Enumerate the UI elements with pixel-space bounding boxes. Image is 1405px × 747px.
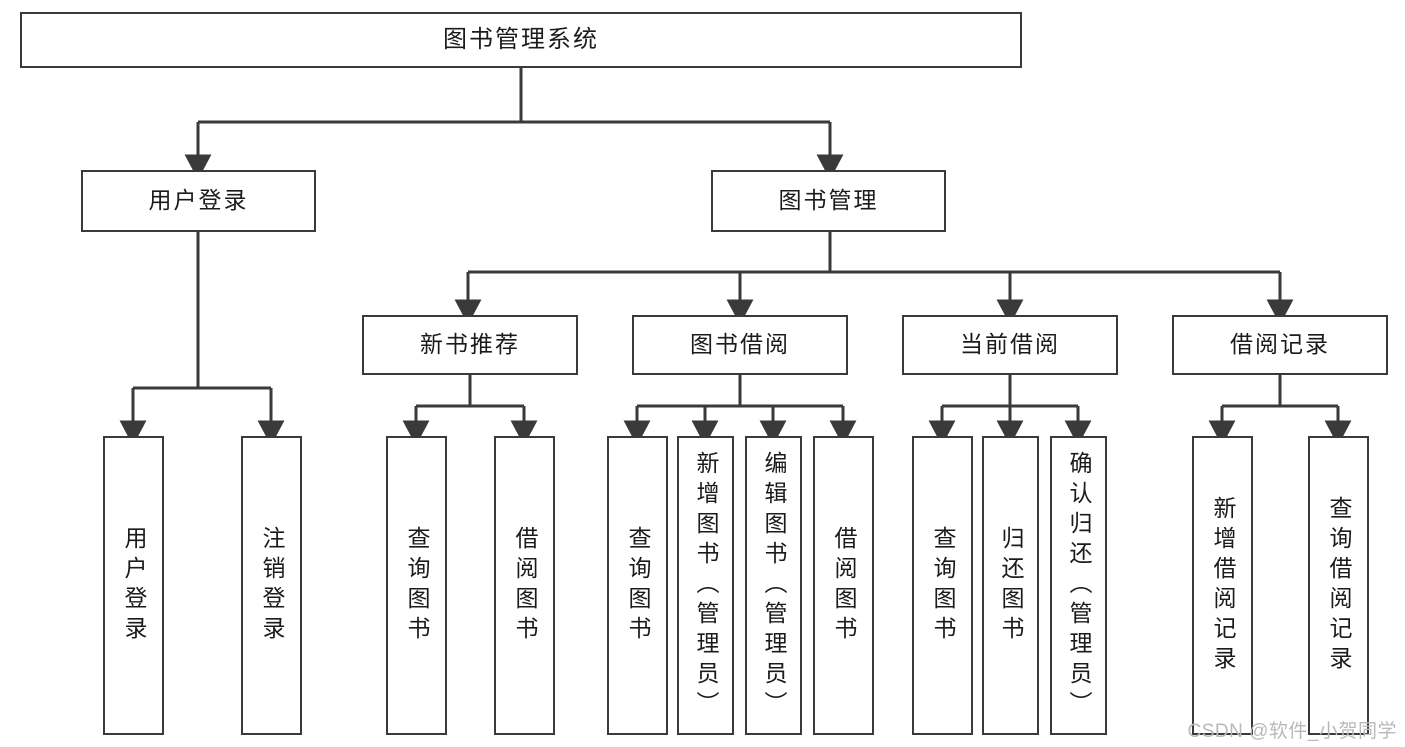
csdn-watermark: CSDN @软件_小贺同学: [1187, 721, 1397, 742]
node-label: 新增图书（管理员）: [693, 450, 719, 721]
node-label: 查询图书: [404, 525, 430, 646]
node-label: 查询图书: [930, 525, 956, 646]
node-label: 用户登录: [148, 187, 249, 214]
node-leaf-return-book[interactable]: 归还图书: [982, 436, 1039, 735]
node-label: 图书管理系统: [443, 25, 599, 53]
node-label: 确认归还（管理员）: [1066, 450, 1092, 721]
node-user-login[interactable]: 用户登录: [81, 170, 316, 232]
node-label: 新增借阅记录: [1210, 495, 1236, 676]
node-leaf-add-book[interactable]: 新增图书（管理员）: [677, 436, 734, 735]
node-leaf-borrow-book-recommend[interactable]: 借阅图书: [494, 436, 555, 735]
node-label: 查询图书: [625, 525, 651, 646]
node-leaf-query-borrow-record[interactable]: 查询借阅记录: [1308, 436, 1369, 735]
node-label: 借阅记录: [1230, 331, 1330, 358]
node-new-book-recommend[interactable]: 新书推荐: [362, 315, 578, 375]
node-label: 查询借阅记录: [1326, 495, 1352, 676]
node-leaf-confirm-return[interactable]: 确认归还（管理员）: [1050, 436, 1107, 735]
node-root-book-management-system[interactable]: 图书管理系统: [20, 12, 1022, 68]
node-label: 注销登录: [259, 525, 285, 646]
node-book-management[interactable]: 图书管理: [711, 170, 946, 232]
node-borrow-record[interactable]: 借阅记录: [1172, 315, 1388, 375]
node-label: 借阅图书: [512, 525, 538, 646]
node-leaf-borrow-book-borrow[interactable]: 借阅图书: [813, 436, 874, 735]
node-label: 编辑图书（管理员）: [761, 450, 787, 721]
node-leaf-user-login[interactable]: 用户登录: [103, 436, 164, 735]
node-label: 用户登录: [121, 525, 147, 646]
node-leaf-add-borrow-record[interactable]: 新增借阅记录: [1192, 436, 1253, 735]
node-leaf-query-book-borrow[interactable]: 查询图书: [607, 436, 668, 735]
node-label: 图书借阅: [690, 331, 790, 358]
node-label: 新书推荐: [420, 331, 520, 358]
node-leaf-query-book-current[interactable]: 查询图书: [912, 436, 973, 735]
node-current-borrow[interactable]: 当前借阅: [902, 315, 1118, 375]
node-label: 当前借阅: [960, 331, 1060, 358]
node-leaf-user-logout[interactable]: 注销登录: [241, 436, 302, 735]
node-label: 借阅图书: [831, 525, 857, 646]
node-book-borrow[interactable]: 图书借阅: [632, 315, 848, 375]
node-label: 归还图书: [998, 525, 1024, 646]
node-leaf-query-book-recommend[interactable]: 查询图书: [386, 436, 447, 735]
node-label: 图书管理: [778, 187, 879, 214]
node-leaf-edit-book[interactable]: 编辑图书（管理员）: [745, 436, 802, 735]
